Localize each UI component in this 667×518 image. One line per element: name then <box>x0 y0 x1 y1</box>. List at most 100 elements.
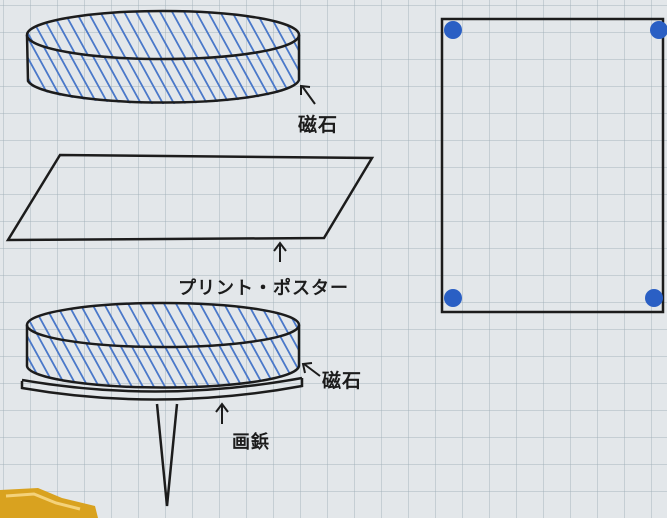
label-thumbtack: 画鋲 <box>232 432 270 453</box>
magnet-dot-bottom-right <box>645 289 663 307</box>
hatch-stroke <box>337 20 387 110</box>
hatch-stroke <box>125 303 155 347</box>
bottom-magnet-arrow <box>301 362 321 377</box>
label-magnet-bottom: 磁石 <box>322 370 363 392</box>
hatch-stroke <box>0 305 3 392</box>
hatch-stroke <box>0 20 2 110</box>
hatch-stroke <box>27 35 58 104</box>
hatch-stroke <box>130 325 180 387</box>
hatch-stroke <box>105 35 157 104</box>
hatch-stroke <box>348 20 398 110</box>
bottom-magnet-hatching <box>0 305 443 392</box>
hatch-stroke <box>27 35 69 104</box>
hatch-stroke <box>0 300 10 350</box>
thumbtack-arrow <box>215 402 229 424</box>
hatch-stroke <box>0 305 14 392</box>
hatch-stroke <box>113 303 143 347</box>
hatch-stroke <box>50 35 102 104</box>
hatch-stroke <box>0 8 8 62</box>
hatch-stroke <box>395 305 443 392</box>
label-poster: プリント・ポスター <box>178 278 349 299</box>
hatch-stroke <box>292 35 299 104</box>
bottom-magnet <box>0 300 443 392</box>
hatch-stroke <box>314 8 344 62</box>
hatch-stroke <box>289 11 299 59</box>
hatch-stroke <box>392 20 442 110</box>
hatch-stroke <box>39 35 91 104</box>
hatch-stroke <box>169 11 201 59</box>
hatch-stroke <box>0 8 20 62</box>
hatch-stroke <box>174 325 224 387</box>
label-magnet-top: 磁石 <box>298 114 339 136</box>
hatch-stroke <box>89 303 119 347</box>
hatch-stroke <box>0 305 25 392</box>
hatch-stroke <box>193 11 225 59</box>
hatch-stroke <box>350 8 380 62</box>
hatch-stroke <box>137 303 167 347</box>
hatch-stroke <box>354 300 382 350</box>
hatch-stroke <box>0 20 13 110</box>
hatch-stroke <box>229 325 279 387</box>
hatch-stroke <box>326 20 376 110</box>
hatch-stroke <box>218 325 268 387</box>
hatch-stroke <box>27 325 37 387</box>
hatch-stroke <box>277 11 299 59</box>
magnet-dot-bottom-left <box>444 289 462 307</box>
hatch-stroke <box>42 325 92 387</box>
hatch-stroke <box>64 325 114 387</box>
hatch-stroke <box>306 300 334 350</box>
hatch-stroke <box>171 35 223 104</box>
hatch-stroke <box>381 20 431 110</box>
hatch-stroke <box>270 35 299 104</box>
hatch-stroke <box>207 325 257 387</box>
hatch-stroke <box>141 325 191 387</box>
hatch-stroke <box>342 300 370 350</box>
hatch-stroke <box>108 325 158 387</box>
hatch-stroke <box>173 303 203 347</box>
hatch-stroke <box>27 11 57 59</box>
hatch-stroke <box>160 35 212 104</box>
hatch-stroke <box>116 35 168 104</box>
magnet-dot-top-right <box>650 21 667 39</box>
hatch-stroke <box>127 35 179 104</box>
gold-tape <box>0 488 98 518</box>
hatch-stroke <box>31 325 81 387</box>
hatch-stroke <box>27 35 47 104</box>
hatch-stroke <box>193 35 245 104</box>
hatch-stroke <box>182 35 234 104</box>
hatch-stroke <box>149 35 201 104</box>
thumbtack-head-top <box>21 376 303 393</box>
hatch-stroke <box>181 11 213 59</box>
gold-tape-highlight <box>5 492 81 511</box>
hatch-stroke <box>61 35 113 104</box>
hatch-stroke <box>83 35 135 104</box>
hatch-stroke <box>119 325 169 387</box>
magnet-dot-top-left <box>444 21 462 39</box>
hatch-stroke <box>101 303 131 347</box>
hatch-stroke <box>204 35 256 104</box>
hatch-stroke <box>265 11 297 59</box>
top-magnet <box>0 8 442 110</box>
hatch-stroke <box>362 8 392 62</box>
hatch-stroke <box>362 305 410 392</box>
hatch-stroke <box>27 303 35 347</box>
hatch-stroke <box>157 11 189 59</box>
hatch-stroke <box>41 303 71 347</box>
hatch-stroke <box>302 8 332 62</box>
hatch-stroke <box>75 325 125 387</box>
thumbtack <box>20 376 304 507</box>
hatch-stroke <box>27 11 45 59</box>
hatch-stroke <box>370 20 420 110</box>
hatch-stroke <box>197 303 227 347</box>
hatch-stroke <box>205 11 237 59</box>
hatch-stroke <box>37 11 69 59</box>
hatch-stroke <box>109 11 141 59</box>
poster-front-view <box>440 17 665 314</box>
hatch-stroke <box>27 35 36 104</box>
hatch-stroke <box>281 35 299 104</box>
hatch-stroke <box>97 325 147 387</box>
hatch-stroke <box>72 35 124 104</box>
hatch-stroke <box>185 325 235 387</box>
